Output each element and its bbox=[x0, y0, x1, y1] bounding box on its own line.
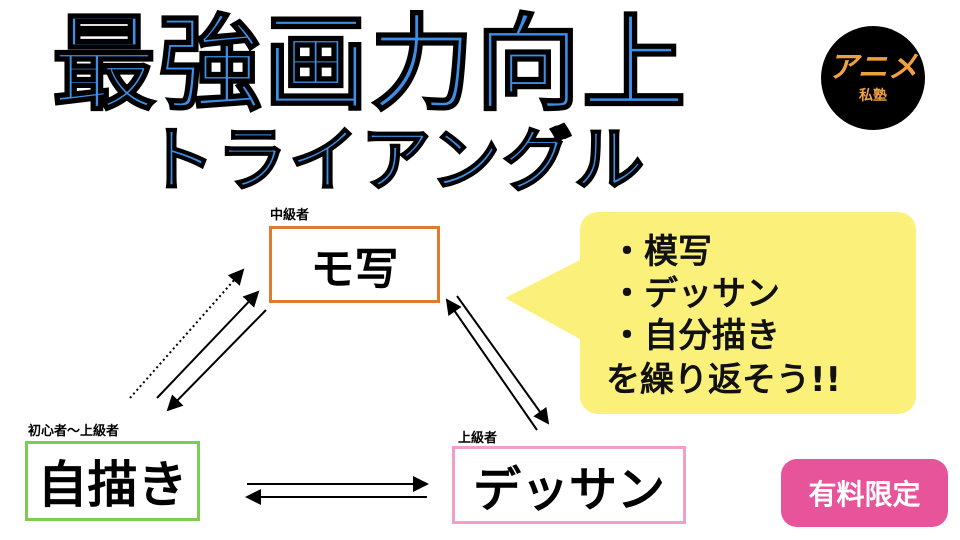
callout-footer: を繰り返そう!! bbox=[606, 360, 842, 400]
mosha-node: モ写 bbox=[269, 226, 440, 303]
callout-item: ・模写 bbox=[610, 232, 712, 272]
logo-sub-text: 私塾 bbox=[859, 88, 887, 104]
jibyo-level-label: 初心者〜上級者 bbox=[28, 424, 120, 439]
logo-main-text: アニメ bbox=[828, 50, 918, 85]
dotted-arrow-jibyo-to-mosha bbox=[129, 268, 245, 399]
mosha-level-label: 中級者 bbox=[270, 208, 310, 223]
callout-tail bbox=[505, 250, 600, 350]
title-line-1: 最強画力向上 bbox=[51, 3, 689, 125]
callout-item: ・自分描き bbox=[610, 316, 780, 356]
arrow-mosha-to-dessin bbox=[456, 295, 550, 425]
arrow-jibyo-to-mosha bbox=[156, 290, 260, 399]
dessin-level-label: 上級者 bbox=[458, 431, 498, 446]
arrow-mosha-to-jibyo bbox=[166, 309, 267, 412]
callout-item: ・デッサン bbox=[610, 274, 780, 314]
paid-only-badge: 有料限定 bbox=[781, 459, 948, 527]
dessin-node: デッサン bbox=[452, 446, 686, 524]
arrow-dessin-to-mosha bbox=[445, 298, 538, 431]
anime-shijuku-logo: アニメ 私塾 bbox=[821, 26, 925, 130]
jibyo-node: 自描き bbox=[25, 441, 200, 521]
title-line-2: トライアングル bbox=[144, 118, 647, 202]
tips-callout: ・模写 ・デッサン ・自分描き を繰り返そう!! bbox=[580, 212, 916, 414]
